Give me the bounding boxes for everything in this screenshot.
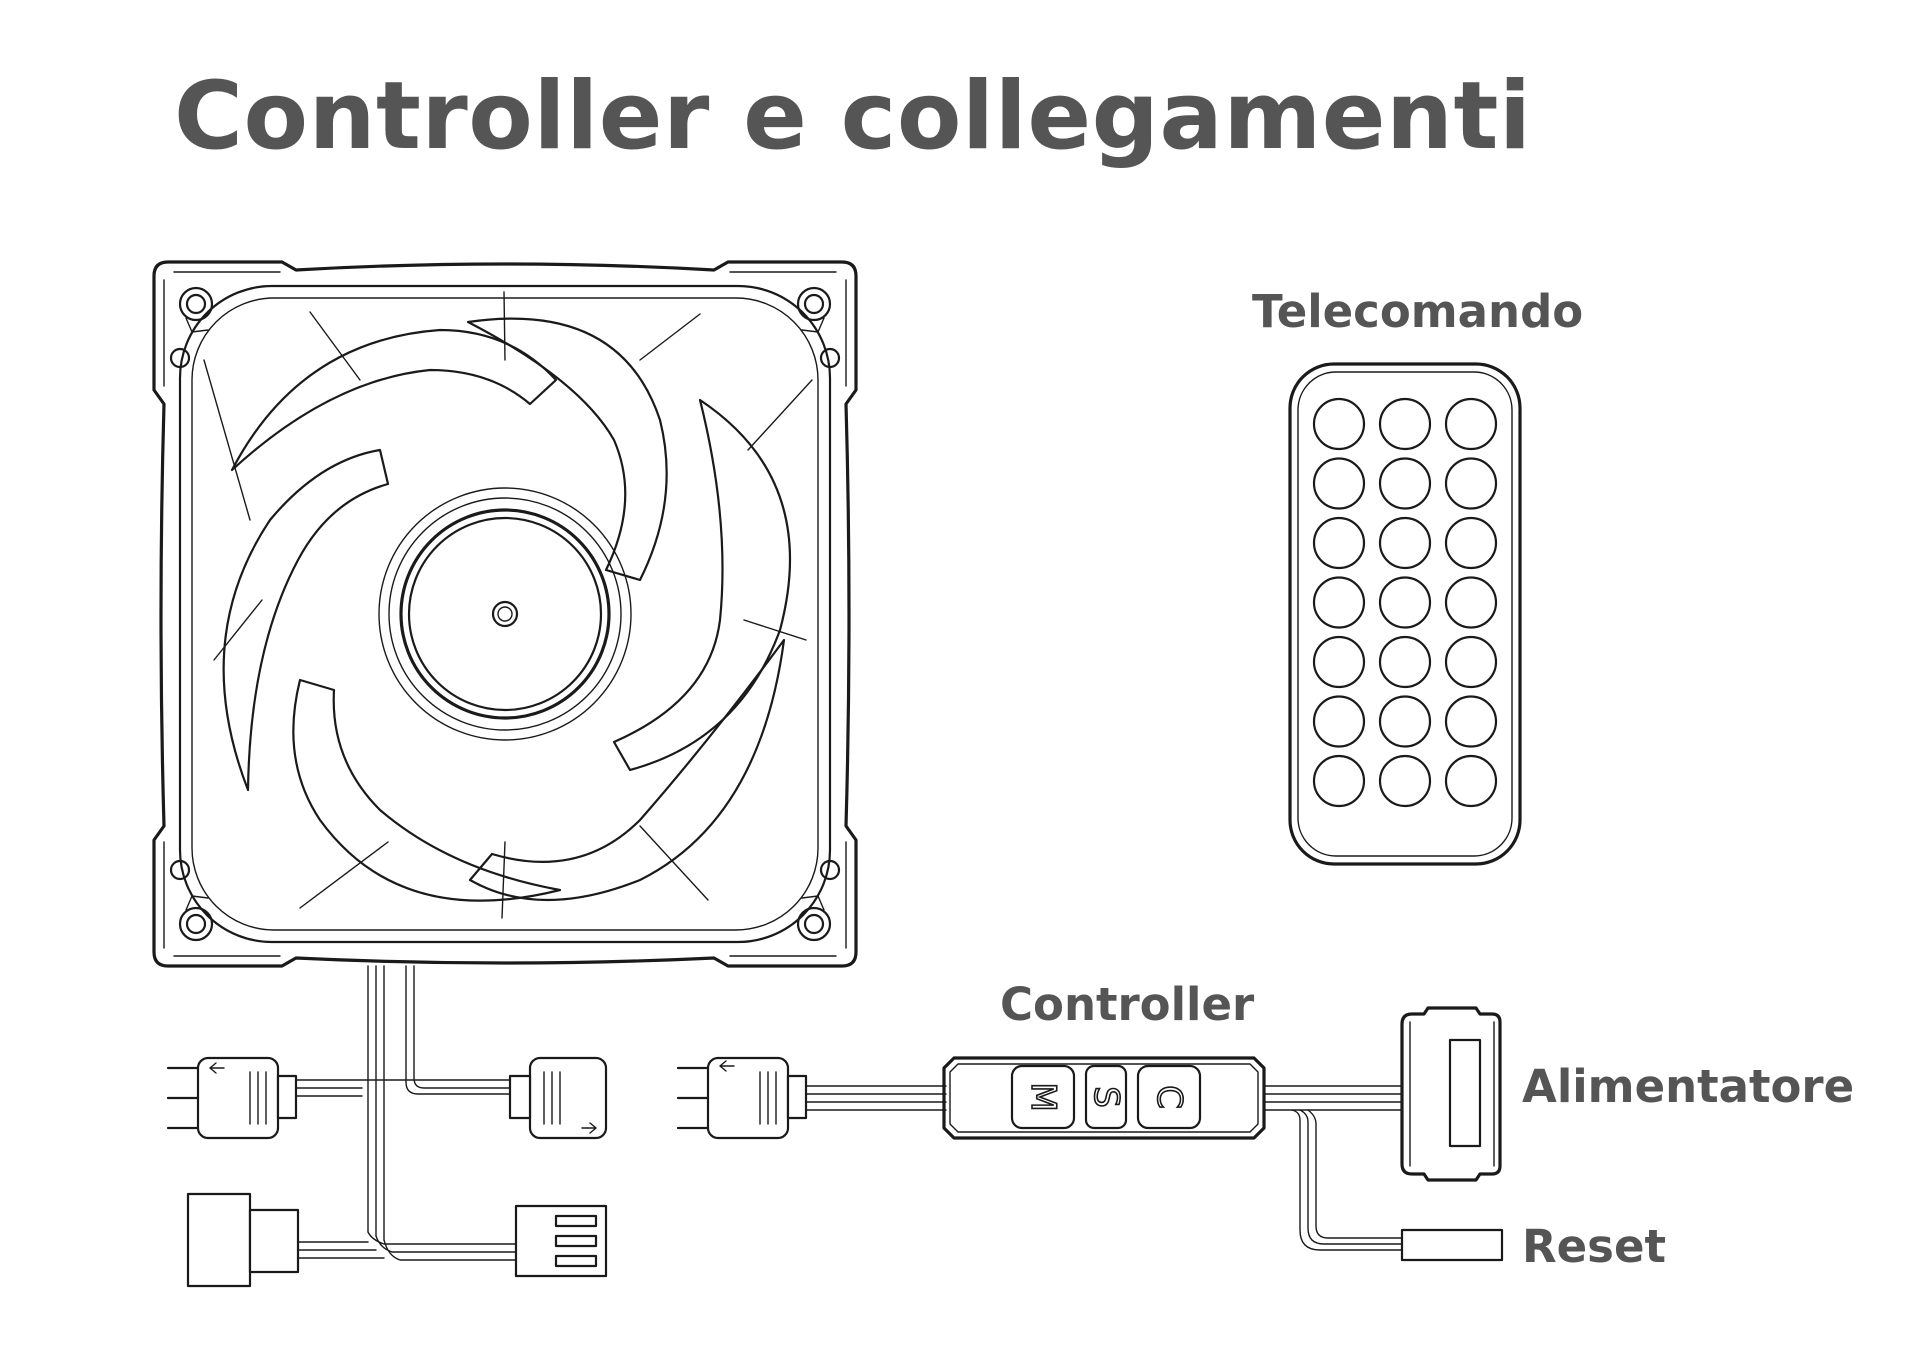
power-supply-connector [1400,1006,1502,1182]
svg-text:S: S [1086,1086,1126,1108]
remote-button[interactable] [1378,754,1432,808]
controller-output-cables [1263,1085,1403,1251]
argb-male-connector-fan [166,1056,298,1140]
remote-control [1288,362,1522,866]
fan-power-male-connector [514,1204,608,1278]
remote-button[interactable] [1378,635,1432,689]
controller-input-connector [676,1056,808,1140]
remote-button[interactable] [1312,635,1366,689]
controller-button-c[interactable]: C [1136,1064,1202,1130]
remote-button[interactable] [1378,516,1432,570]
svg-text:C: C [1149,1085,1189,1109]
remote-button[interactable] [1312,754,1366,808]
remote-button[interactable] [1444,516,1498,570]
reset-label: Reset [1522,1220,1666,1273]
power-supply-label: Alimentatore [1522,1060,1855,1113]
controller-box: M S C [942,1056,1266,1140]
controller-label: Controller [1000,978,1255,1031]
remote-button[interactable] [1444,576,1498,629]
remote-button[interactable] [1378,397,1432,451]
remote-button[interactable] [1444,397,1498,451]
controller-input-cable [805,1085,947,1111]
remote-button[interactable] [1312,457,1366,510]
remote-button[interactable] [1378,457,1432,510]
controller-button-m[interactable]: M [1010,1064,1076,1130]
fan-power-female-connector [186,1192,300,1288]
remote-button[interactable] [1378,576,1432,629]
remote-button[interactable] [1312,695,1366,748]
fan-hub [378,487,632,741]
fan-blades [222,317,792,902]
remote-button[interactable] [1312,516,1366,570]
fan-cables [295,965,517,1261]
fan-frame-outer [152,260,858,968]
controller-button-s[interactable]: S [1084,1064,1128,1130]
fan-screw-holes [169,286,841,942]
remote-button-grid [1312,397,1498,808]
remote-button[interactable] [1444,457,1498,510]
remote-button[interactable] [1444,695,1498,748]
fan-illustration [152,260,858,968]
remote-button[interactable] [1444,635,1498,689]
reset-switch[interactable] [1400,1228,1504,1262]
argb-female-connector-fan [508,1056,608,1140]
remote-label: Telecomando [1252,285,1584,338]
remote-button[interactable] [1378,695,1432,748]
page-title: Controller e collegamenti [174,62,1532,171]
remote-button[interactable] [1312,397,1366,451]
remote-button[interactable] [1312,576,1366,629]
remote-button[interactable] [1444,754,1498,808]
svg-text:M: M [1023,1082,1063,1111]
